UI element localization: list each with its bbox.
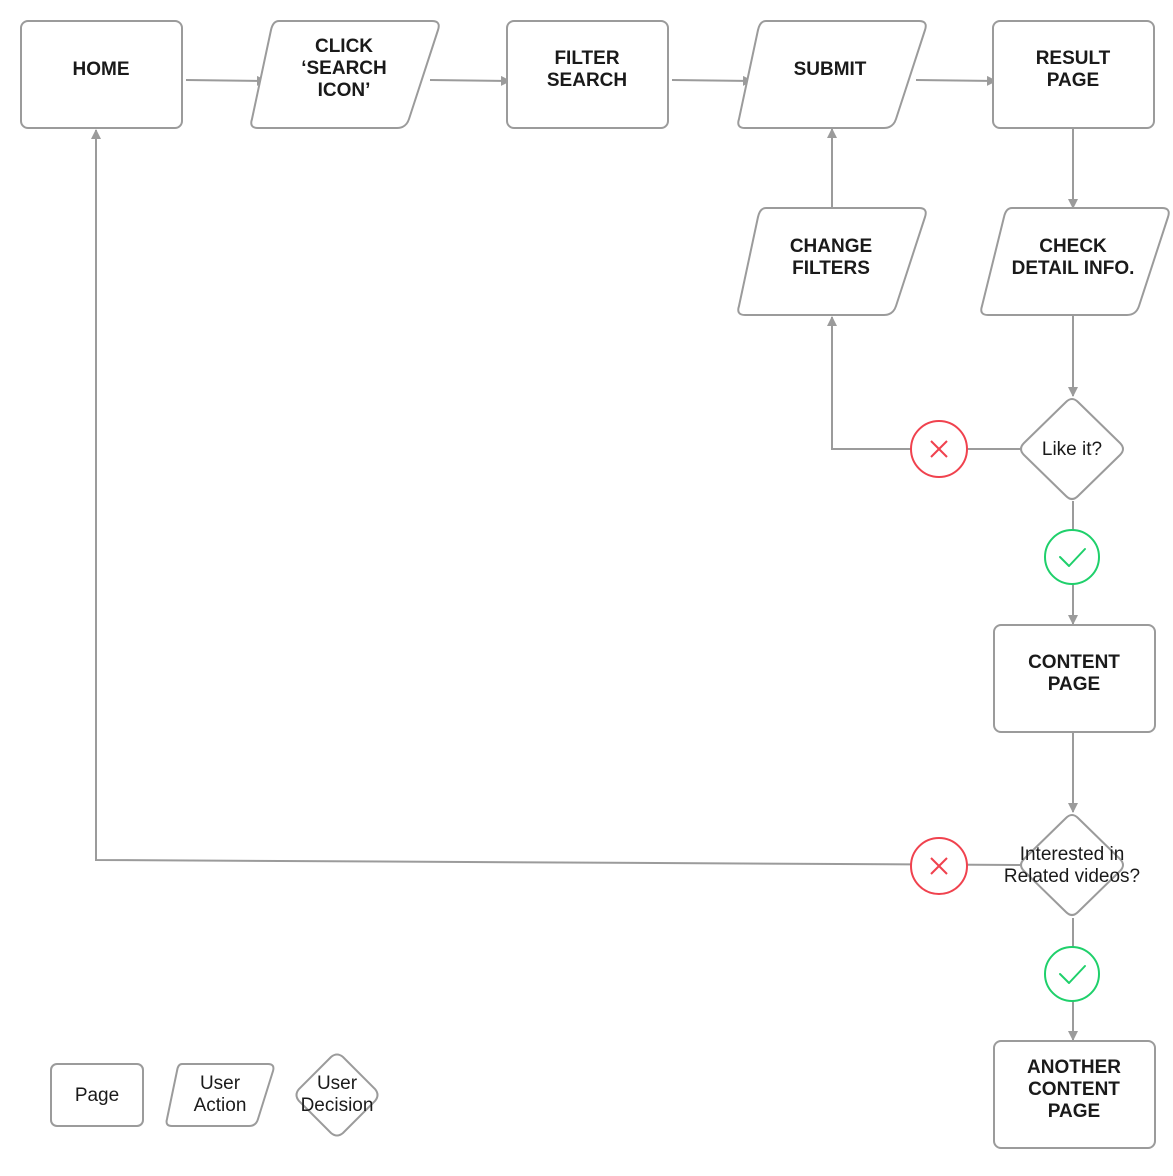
label-line: RESULT [1036, 48, 1111, 69]
label-line: CONTENT [1028, 1079, 1120, 1100]
label-line: User [317, 1073, 358, 1094]
label-line: ICON’ [318, 80, 371, 101]
label-line: FILTER [554, 48, 619, 69]
label-line: PAGE [1048, 674, 1100, 695]
node-submit: SUBMIT [737, 20, 927, 129]
decision-like-it: Like it? [1020, 398, 1124, 500]
label-line: ‘SEARCH [301, 58, 387, 79]
label-line: Like it? [1042, 439, 1102, 460]
connector-submit-to-result-page [915, 75, 997, 86]
label-line: User [200, 1073, 241, 1094]
label-line: Page [75, 1085, 119, 1106]
label-line: CHECK [1039, 236, 1107, 257]
label-line: Action [194, 1095, 247, 1116]
connector-filter-search-to-submit [671, 75, 753, 86]
x-circle-icon [910, 837, 968, 895]
label-line: Related videos? [1004, 866, 1140, 887]
label-line: CLICK [315, 36, 373, 57]
node-home: HOME [20, 20, 183, 129]
label-line: SUBMIT [794, 59, 867, 80]
connector-click-search-to-filter-search [429, 75, 511, 86]
check-circle-icon [1044, 946, 1100, 1002]
label-line: HOME [73, 59, 130, 80]
connector-home-to-click-search [185, 75, 267, 86]
label-line: PAGE [1047, 70, 1099, 91]
label-line: ANOTHER [1027, 1057, 1121, 1078]
decision-like-it-label: Like it? [1042, 439, 1102, 460]
label-line: CHANGE [790, 236, 872, 257]
label-line: FILTERS [792, 258, 870, 279]
legend-page: Page [50, 1063, 144, 1127]
node-submit-label: SUBMIT [794, 59, 867, 80]
connectors [91, 75, 1078, 1041]
legend-page-label: Page [75, 1085, 119, 1106]
label-line: Decision [301, 1095, 374, 1116]
node-home-label: HOME [73, 59, 130, 80]
check-circle-icon [1044, 529, 1100, 585]
x-circle-icon [910, 420, 968, 478]
label-line: DETAIL INFO. [1012, 258, 1135, 279]
connector-interested-no-to-home [91, 129, 1021, 866]
label-line: SEARCH [547, 70, 627, 91]
label-line: PAGE [1048, 1101, 1100, 1122]
label-line: Interested in [1020, 844, 1125, 865]
label-line: CONTENT [1028, 652, 1120, 673]
